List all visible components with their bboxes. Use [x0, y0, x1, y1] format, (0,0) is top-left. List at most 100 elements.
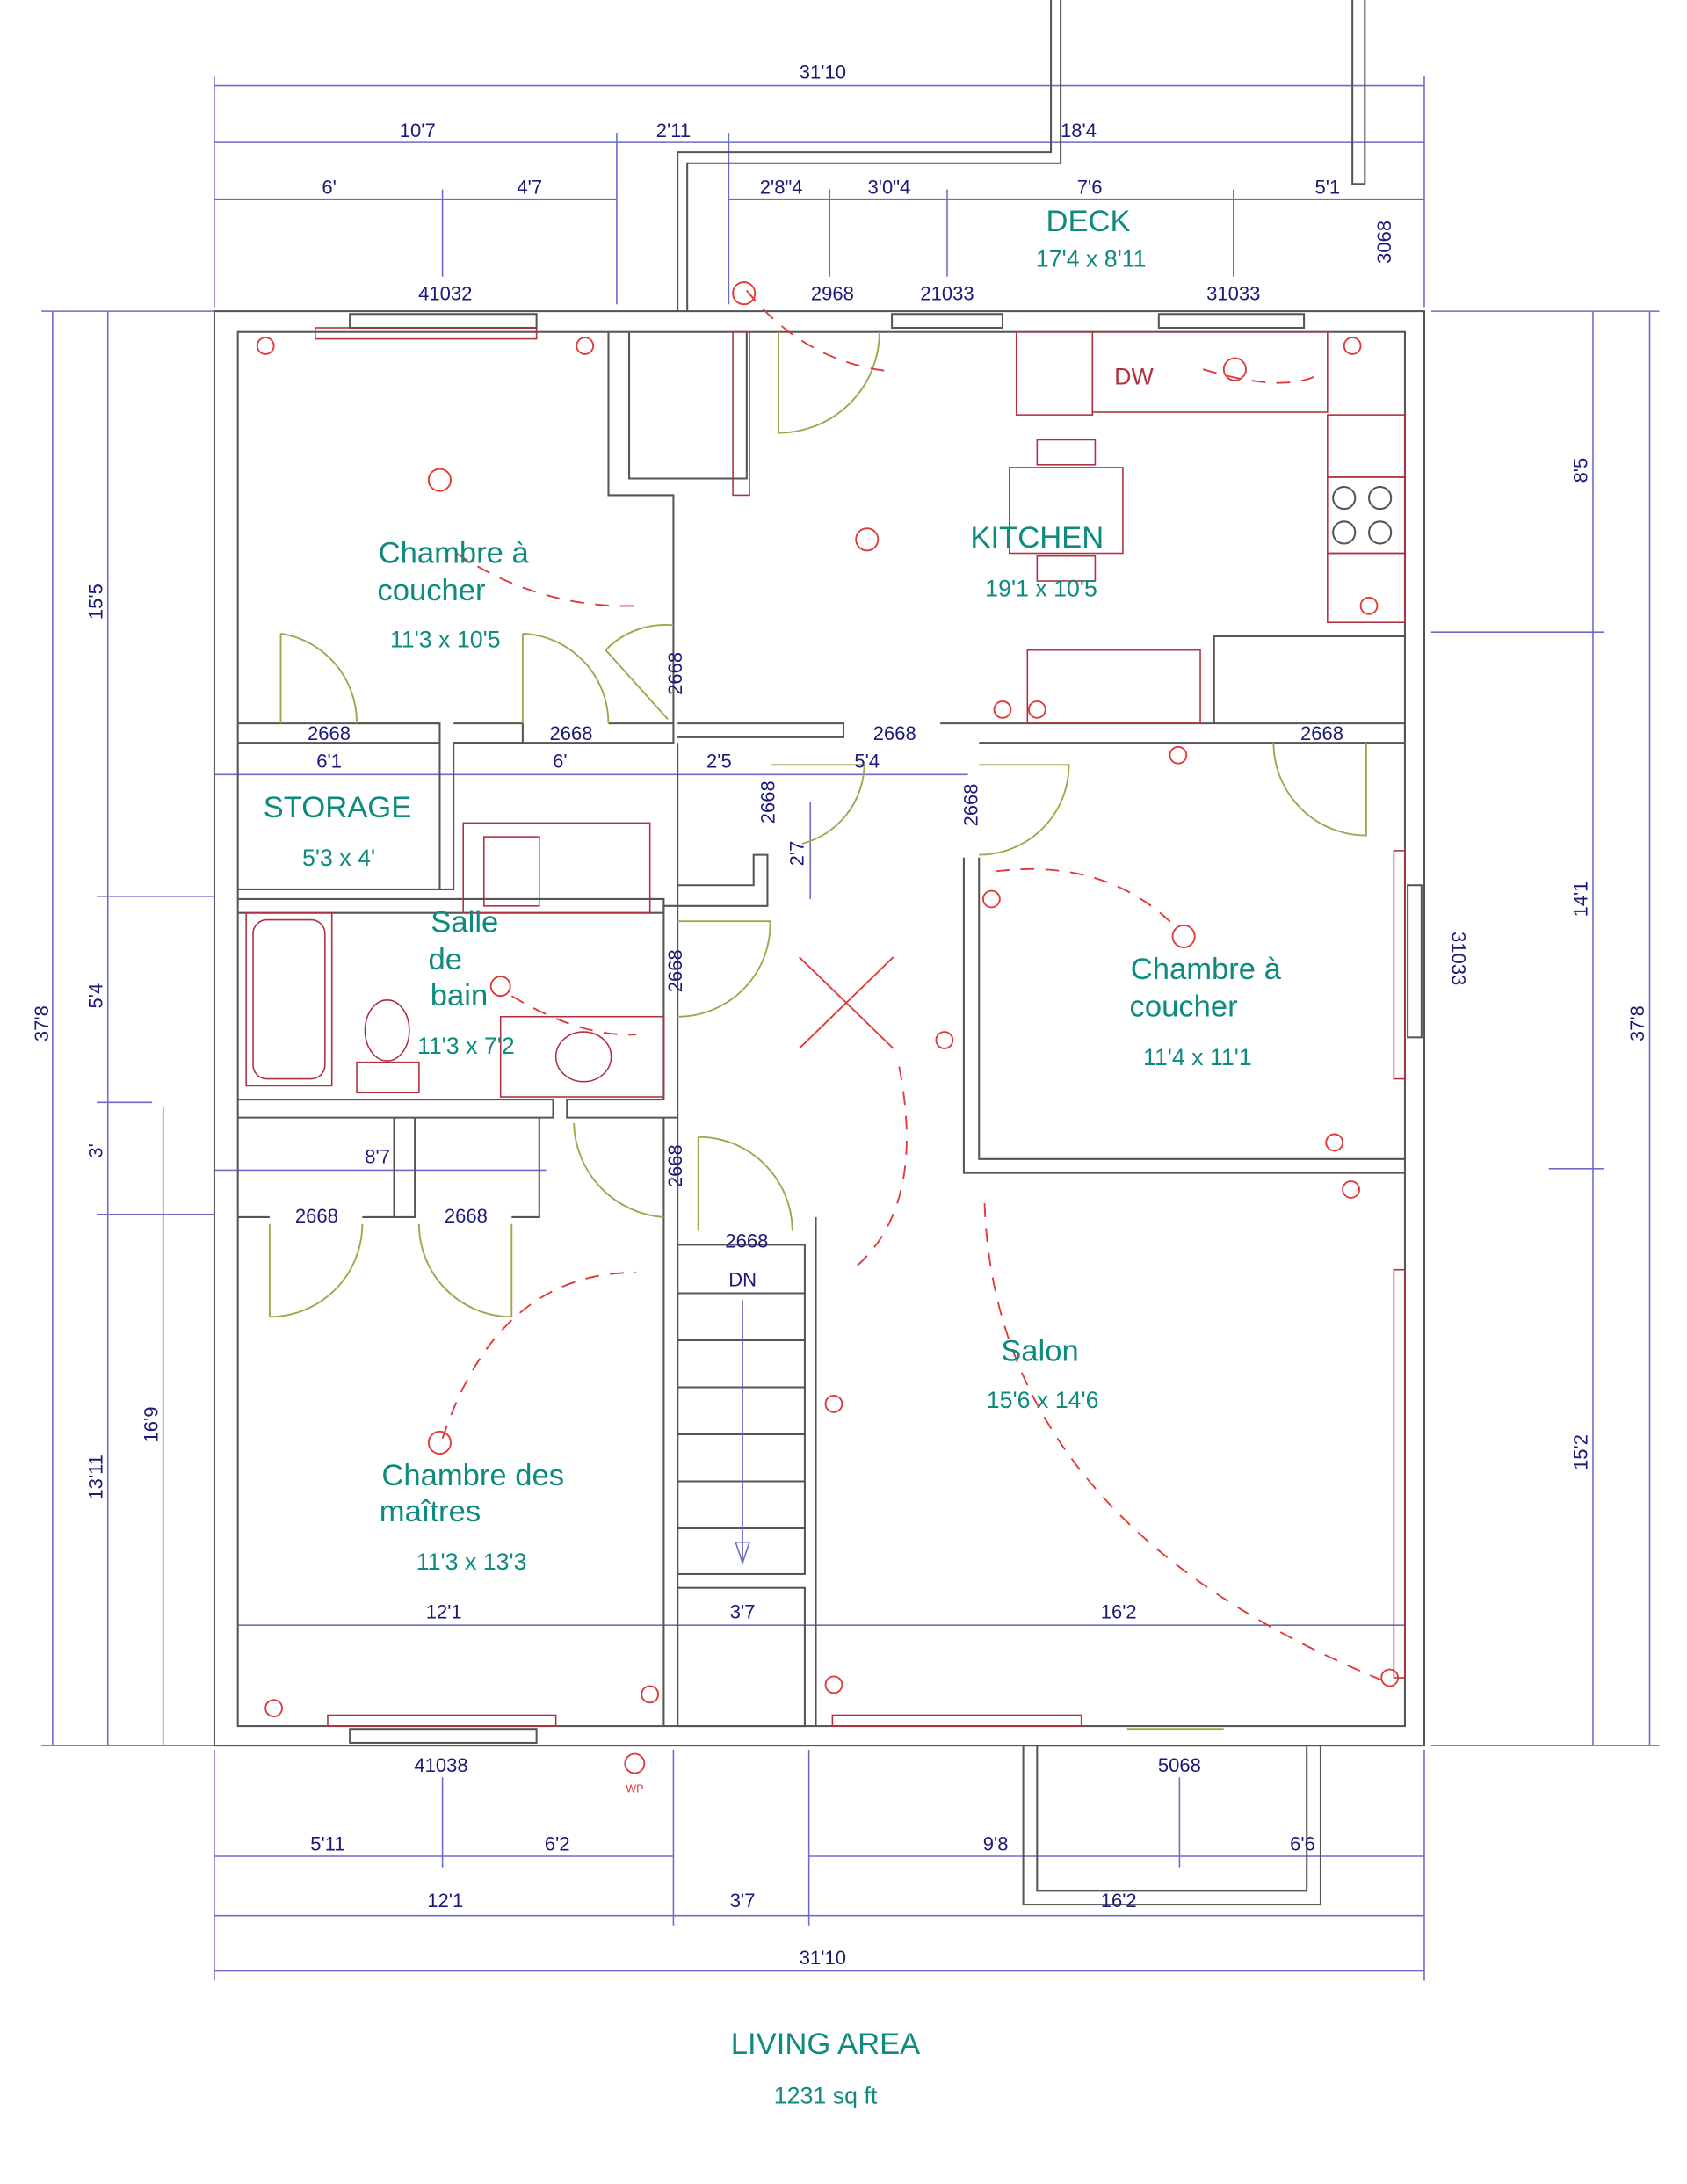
- door-code: 2668: [873, 722, 916, 744]
- dim-interior: 3'7: [730, 1600, 756, 1622]
- door-code: 2668: [664, 949, 686, 992]
- deck-size: 17'4 x 8'11: [1036, 246, 1147, 272]
- dim-left: 16'9: [140, 1407, 162, 1443]
- room-kitchen: KITCHEN 19'1 x 10'5 DW: [970, 364, 1154, 602]
- dim-top: 4'7: [517, 176, 542, 198]
- side-dimension-lines: [41, 310, 1660, 1746]
- room-name: Salon: [1001, 1335, 1079, 1368]
- dim-interior: 6'1: [316, 750, 342, 772]
- room-name: maîtres: [380, 1495, 481, 1528]
- dim-interior: 2'5: [706, 750, 732, 772]
- dim-top: 2'8"4: [760, 176, 803, 198]
- dim-top: 18'4: [1061, 120, 1097, 141]
- door-code: 2668: [308, 722, 351, 744]
- door-code: 2668: [445, 1205, 488, 1227]
- dim-interior: 6': [553, 750, 567, 772]
- dim-bottom: 6'6: [1290, 1833, 1315, 1855]
- deck-outline: [677, 0, 1366, 312]
- room-bedroom-2: Chambre à coucher 11'4 x 11'1: [1130, 953, 1282, 1070]
- room-bedroom-1: Chambre à coucher 11'3 x 10'5: [377, 537, 529, 653]
- bathroom-fixtures: [245, 822, 665, 1098]
- door-code: 2668: [664, 652, 686, 695]
- dim-left: 5'4: [84, 983, 106, 1009]
- door-code: 2668: [295, 1205, 338, 1227]
- dim-right: 14'1: [1570, 881, 1592, 917]
- dim-top-overall: 31'10: [800, 62, 846, 83]
- dim-bottom: 6'2: [545, 1833, 570, 1855]
- dim-left: 3': [84, 1143, 106, 1157]
- dim-bottom: 16'2: [1101, 1890, 1137, 1912]
- living-area-size: 1231 sq ft: [774, 2083, 878, 2109]
- dim-bottom: 5'11: [310, 1833, 344, 1855]
- window-code: 21033: [920, 283, 974, 305]
- room-size: 5'3 x 4': [302, 845, 375, 871]
- dim-bottom: 9'8: [983, 1833, 1009, 1855]
- window-code: 41038: [414, 1754, 467, 1776]
- room-name: coucher: [1130, 990, 1238, 1024]
- dishwasher-label: DW: [1114, 364, 1154, 390]
- dim-bottom: 12'1: [427, 1890, 463, 1912]
- dim-interior: 2'7: [786, 841, 807, 867]
- bottom-dimension-lines: [214, 773, 1425, 1981]
- stairs[interactable]: [677, 1292, 805, 1565]
- room-size: 19'1 x 10'5: [985, 575, 1097, 601]
- room-master-bedroom: Chambre des maîtres 11'3 x 13'3: [380, 1459, 564, 1575]
- room-name: Chambre à: [1131, 953, 1282, 986]
- window-code: 41032: [418, 283, 472, 305]
- doors: [268, 331, 1367, 1731]
- wp-outlet-label: WP: [626, 1783, 643, 1796]
- room-bathroom: Salle de bain 11'3 x 7'2: [417, 906, 515, 1059]
- dim-top: 3'0"4: [868, 176, 911, 198]
- dim-right: 8'5: [1570, 458, 1592, 483]
- dim-left: 13'11: [84, 1455, 106, 1500]
- room-size: 11'3 x 7'2: [417, 1033, 515, 1059]
- room-size: 11'3 x 13'3: [416, 1549, 527, 1575]
- door-code: 2968: [811, 283, 854, 305]
- dim-bottom-overall: 31'10: [800, 1947, 846, 1969]
- room-name: Chambre des: [381, 1459, 564, 1492]
- dim-interior: 8'7: [365, 1146, 390, 1168]
- dim-top: 6': [322, 176, 336, 198]
- dim-right-overall: 37'8: [1626, 1005, 1648, 1041]
- living-area-title: LIVING AREA: [731, 2028, 921, 2061]
- electrical-symbols: [256, 281, 1400, 1774]
- room-storage: STORAGE 5'3 x 4': [264, 791, 412, 871]
- stairs-down-label: DN: [728, 1269, 757, 1291]
- dim-interior: 5'4: [854, 750, 880, 772]
- deck-label: DECK: [1046, 205, 1130, 238]
- dim-interior: 12'1: [426, 1600, 462, 1622]
- door-code: 3068: [1373, 221, 1395, 264]
- dim-left-overall: 37'8: [31, 1005, 53, 1041]
- dim-top: 7'6: [1077, 176, 1103, 198]
- dim-top: 10'7: [400, 120, 436, 141]
- dim-bottom: 3'7: [730, 1890, 756, 1912]
- room-name: coucher: [377, 574, 485, 607]
- room-name: de: [429, 943, 463, 976]
- door-code: 2668: [664, 1144, 686, 1187]
- room-name: bain: [431, 979, 488, 1012]
- kitchen-fixtures: [732, 330, 1406, 724]
- door-code: 2668: [725, 1230, 768, 1252]
- window-code: 31033: [1447, 932, 1469, 985]
- room-name: STORAGE: [264, 791, 412, 824]
- window-code: 31033: [1206, 283, 1260, 305]
- dim-top: 5'1: [1314, 176, 1340, 198]
- dim-interior: 16'2: [1101, 1600, 1137, 1622]
- dim-top: 2'11: [656, 120, 691, 141]
- door-code: 2668: [757, 780, 778, 824]
- room-size: 11'3 x 10'5: [390, 627, 501, 653]
- door-code: 2668: [1300, 722, 1343, 744]
- door-code: 5068: [1158, 1754, 1201, 1776]
- room-name: KITCHEN: [970, 521, 1104, 555]
- windows: [315, 313, 1423, 1744]
- room-name: Salle: [431, 906, 498, 940]
- dim-left: 15'5: [84, 584, 106, 620]
- top-dimension-lines: [214, 76, 1425, 308]
- room-size: 11'4 x 11'1: [1143, 1044, 1252, 1070]
- door-code: 2668: [549, 722, 592, 744]
- room-name: Chambre à: [379, 537, 530, 570]
- door-code: 2668: [960, 783, 982, 826]
- dim-right: 15'2: [1570, 1434, 1592, 1470]
- room-size: 15'6 x 14'6: [987, 1387, 1099, 1413]
